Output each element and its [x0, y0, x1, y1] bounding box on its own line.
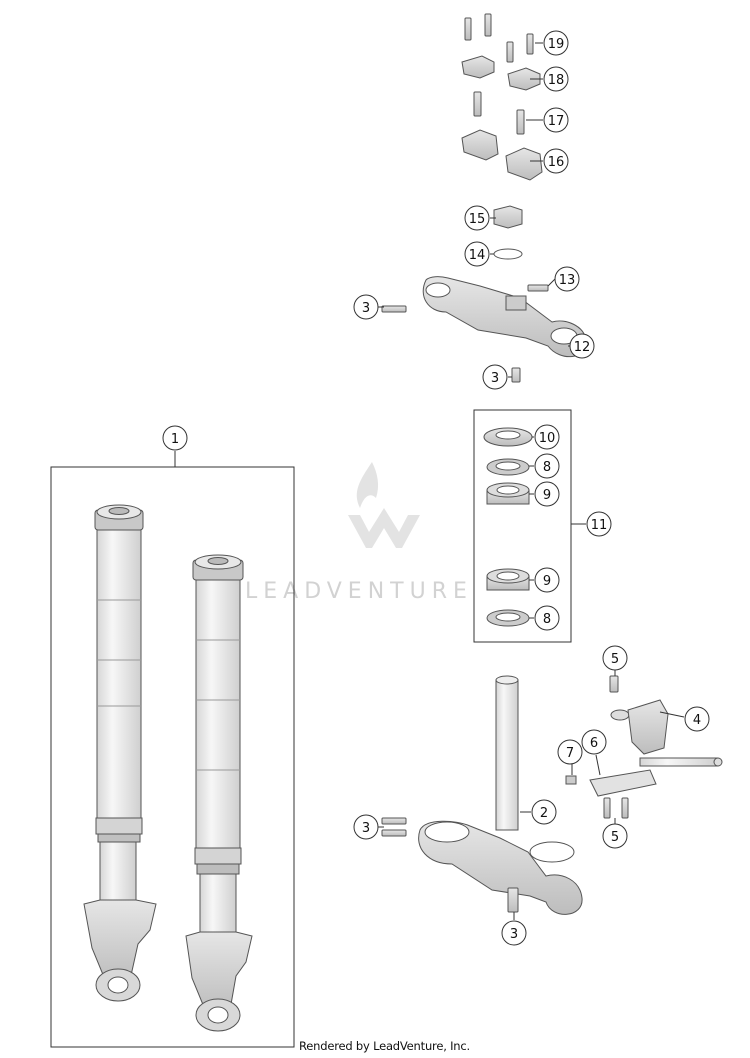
- callout-3-lower-left[interactable]: 3: [353, 814, 379, 840]
- callout-12[interactable]: 12: [569, 333, 595, 359]
- callout-9-bottom[interactable]: 9: [534, 567, 560, 593]
- callout-label: 2: [540, 806, 548, 821]
- flame-logo-icon: [348, 462, 420, 548]
- callout-1[interactable]: 1: [162, 425, 188, 451]
- callout-label: 8: [543, 612, 551, 627]
- callout-label: 8: [543, 460, 551, 475]
- callout-label: 9: [543, 574, 551, 589]
- callout-label: 17: [548, 114, 565, 129]
- callout-label: 14: [469, 248, 486, 263]
- callout-label: 13: [559, 273, 576, 288]
- fork-leg-right: [185, 554, 253, 1032]
- callout-8-top[interactable]: 8: [534, 453, 560, 479]
- lower-triple-clamp-group: [381, 675, 583, 915]
- callout-label: 3: [362, 821, 370, 836]
- callout-19[interactable]: 19: [543, 30, 569, 56]
- callout-label: 11: [591, 518, 608, 533]
- callout-label: 1: [171, 432, 179, 447]
- callout-17[interactable]: 17: [543, 107, 569, 133]
- callout-11[interactable]: 11: [586, 511, 612, 537]
- callout-4[interactable]: 4: [684, 706, 710, 732]
- callout-label: 5: [611, 652, 619, 667]
- callout-label: 3: [491, 371, 499, 386]
- callout-label: 18: [548, 73, 565, 88]
- callout-13[interactable]: 13: [554, 266, 580, 292]
- callout-6[interactable]: 6: [581, 729, 607, 755]
- callout-label: 6: [590, 736, 598, 751]
- callout-7[interactable]: 7: [557, 739, 583, 765]
- callout-label: 4: [693, 713, 701, 728]
- callout-8-bottom[interactable]: 8: [534, 605, 560, 631]
- watermark: LEADVENTURE: [245, 462, 473, 604]
- steering-damper-group: [565, 675, 723, 819]
- fork-leg-left: [83, 504, 157, 1002]
- fork-assembly-box: [50, 466, 295, 1048]
- callout-3-upper-bottom[interactable]: 3: [482, 364, 508, 390]
- callout-3-upper-left[interactable]: 3: [353, 294, 379, 320]
- callout-label: 10: [539, 431, 556, 446]
- callout-label: 5: [611, 830, 619, 845]
- callout-label: 7: [566, 746, 574, 761]
- callout-label: 3: [362, 301, 370, 316]
- callout-2[interactable]: 2: [531, 799, 557, 825]
- callout-label: 3: [510, 927, 518, 942]
- callouts: 1 2 3 3 3 3 4 5 5 6 7 8 8 9 9 10 11 12 1…: [162, 30, 710, 946]
- bearing-kit-box: [473, 409, 572, 643]
- render-credit: Rendered by LeadVenture, Inc.: [299, 1039, 470, 1053]
- callout-18[interactable]: 18: [543, 66, 569, 92]
- callout-14[interactable]: 14: [464, 241, 490, 267]
- callout-16[interactable]: 16: [543, 148, 569, 174]
- callout-15[interactable]: 15: [464, 205, 490, 231]
- callout-label: 19: [548, 37, 565, 52]
- callout-5-top[interactable]: 5: [602, 645, 628, 671]
- upper-triple-clamp-group: [381, 205, 587, 383]
- handlebar-clamp-group: [461, 13, 543, 181]
- callout-label: 15: [469, 212, 486, 227]
- callout-label: 9: [543, 488, 551, 503]
- leader-lines: [378, 42, 685, 920]
- callout-3-lower-bottom[interactable]: 3: [501, 920, 527, 946]
- callout-label: 16: [548, 155, 565, 170]
- callout-9-top[interactable]: 9: [534, 481, 560, 507]
- callout-label: 12: [574, 340, 591, 355]
- callout-10[interactable]: 10: [534, 424, 560, 450]
- watermark-text: LEADVENTURE: [245, 579, 473, 604]
- bearing-kit-parts: [483, 427, 533, 627]
- callout-5-bottom[interactable]: 5: [602, 823, 628, 849]
